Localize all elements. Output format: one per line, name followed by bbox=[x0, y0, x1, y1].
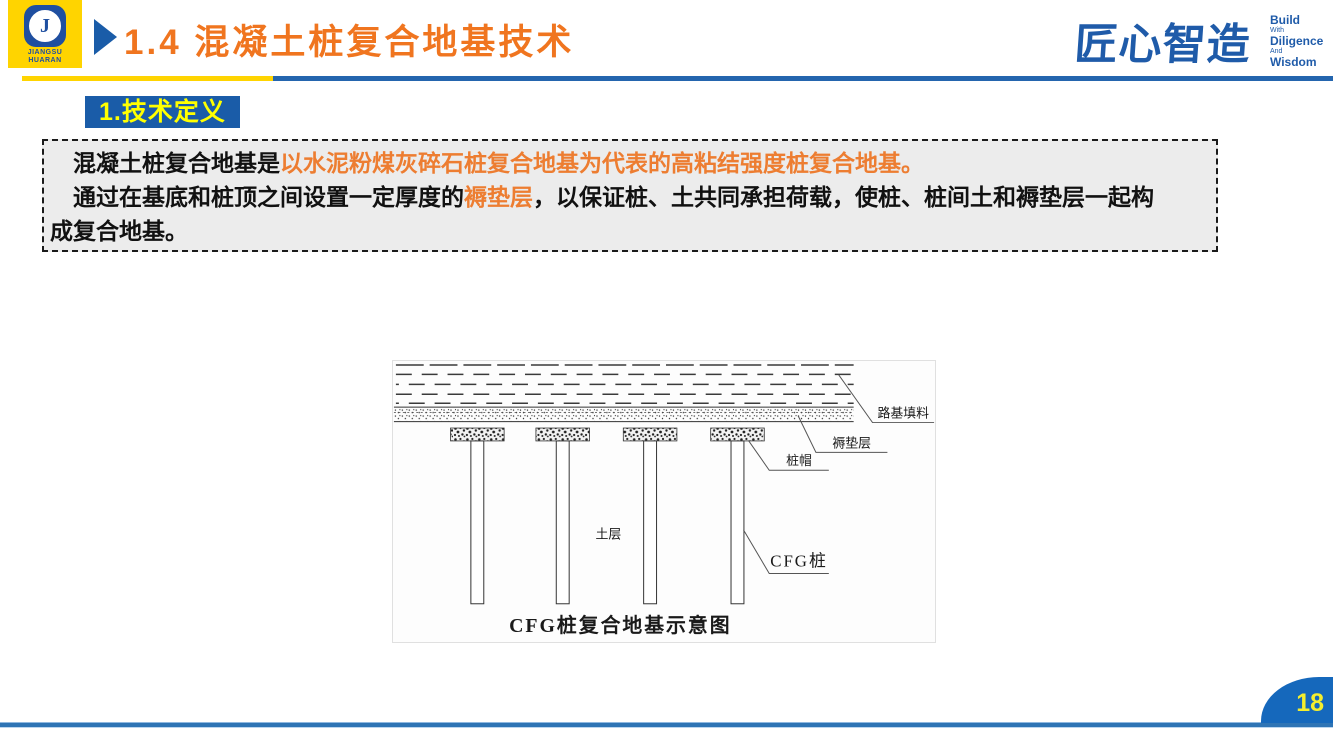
definition-box: 混凝土桩复合地基是以水泥粉煤灰碎石桩复合地基为代表的高粘结强度桩复合地基。 通过… bbox=[42, 139, 1218, 252]
tagline-word: Diligence bbox=[1270, 34, 1324, 48]
leader-lines bbox=[743, 374, 935, 574]
diagram-caption: CFG桩复合地基示意图 bbox=[509, 614, 731, 637]
definition-line-3: 成复合地基。 bbox=[50, 218, 188, 244]
cfg-pile-diagram: 路基填料 褥垫层 桩帽 土层 CFG桩 CFG桩复合地基示意图 bbox=[392, 360, 936, 643]
page-title: 1.4 混凝土桩复合地基技术 bbox=[124, 23, 575, 62]
header-rule-blue bbox=[273, 76, 1333, 81]
definition-highlight: 以水泥粉煤灰碎石桩复合地基为代表的高粘结强度桩复合地基。 bbox=[280, 150, 924, 176]
section-badge: 1.技术定义 bbox=[85, 96, 240, 128]
tagline-word: With bbox=[1270, 27, 1284, 34]
definition-line-2: 通过在基底和桩顶之间设置一定厚度的褥垫层，以保证桩、土共同承担荷载，使桩、桩间土… bbox=[50, 180, 1206, 214]
brand-tagline: Build With Diligence And Wisdom bbox=[1270, 14, 1325, 69]
tagline-word: Build bbox=[1270, 13, 1300, 27]
company-name-line1: JIANGSU bbox=[27, 49, 63, 56]
brand-calligraphy: 匠心智造 bbox=[1073, 22, 1253, 69]
roadbed-fill-hatching bbox=[395, 364, 854, 404]
company-name: JIANGSU HUARAN bbox=[28, 49, 63, 65]
company-emblem-icon: J bbox=[24, 5, 66, 47]
page-number-badge: 18 bbox=[1261, 677, 1333, 723]
tagline-word: And bbox=[1270, 48, 1283, 55]
page-number: 18 bbox=[1296, 689, 1324, 717]
label-cushion-layer: 褥垫层 bbox=[832, 435, 871, 450]
label-cfg-pile: CFG桩 bbox=[770, 552, 828, 571]
definition-line-1: 混凝土桩复合地基是以水泥粉煤灰碎石桩复合地基为代表的高粘结强度桩复合地基。 bbox=[50, 146, 1206, 180]
cushion-layer-band bbox=[393, 407, 854, 422]
tagline-word: Wisdom bbox=[1270, 55, 1317, 69]
label-pile-cap: 桩帽 bbox=[786, 453, 812, 468]
header-rule-yellow bbox=[22, 76, 273, 81]
company-logo: J JIANGSU HUARAN bbox=[8, 0, 82, 68]
definition-text: ，以保证桩、土共同承担荷载，使桩、桩间土和褥垫层一起构 bbox=[533, 184, 1154, 210]
emblem-letter: J bbox=[29, 10, 61, 42]
definition-text: 混凝土桩复合地基是 bbox=[73, 150, 280, 176]
label-soil-layer: 土层 bbox=[596, 528, 622, 542]
pile-caps bbox=[450, 427, 765, 442]
brand-logo: 匠心智造 Build With Diligence And Wisdom bbox=[1073, 6, 1325, 74]
definition-highlight: 褥垫层 bbox=[464, 184, 533, 210]
title-arrow-icon bbox=[94, 19, 117, 55]
label-roadbed-fill: 路基填料 bbox=[878, 406, 930, 421]
company-name-line2: HUARAN bbox=[28, 57, 62, 64]
footer-rule bbox=[0, 722, 1333, 728]
definition-text: 通过在基底和桩顶之间设置一定厚度的 bbox=[73, 184, 464, 210]
cfg-piles bbox=[470, 440, 745, 605]
